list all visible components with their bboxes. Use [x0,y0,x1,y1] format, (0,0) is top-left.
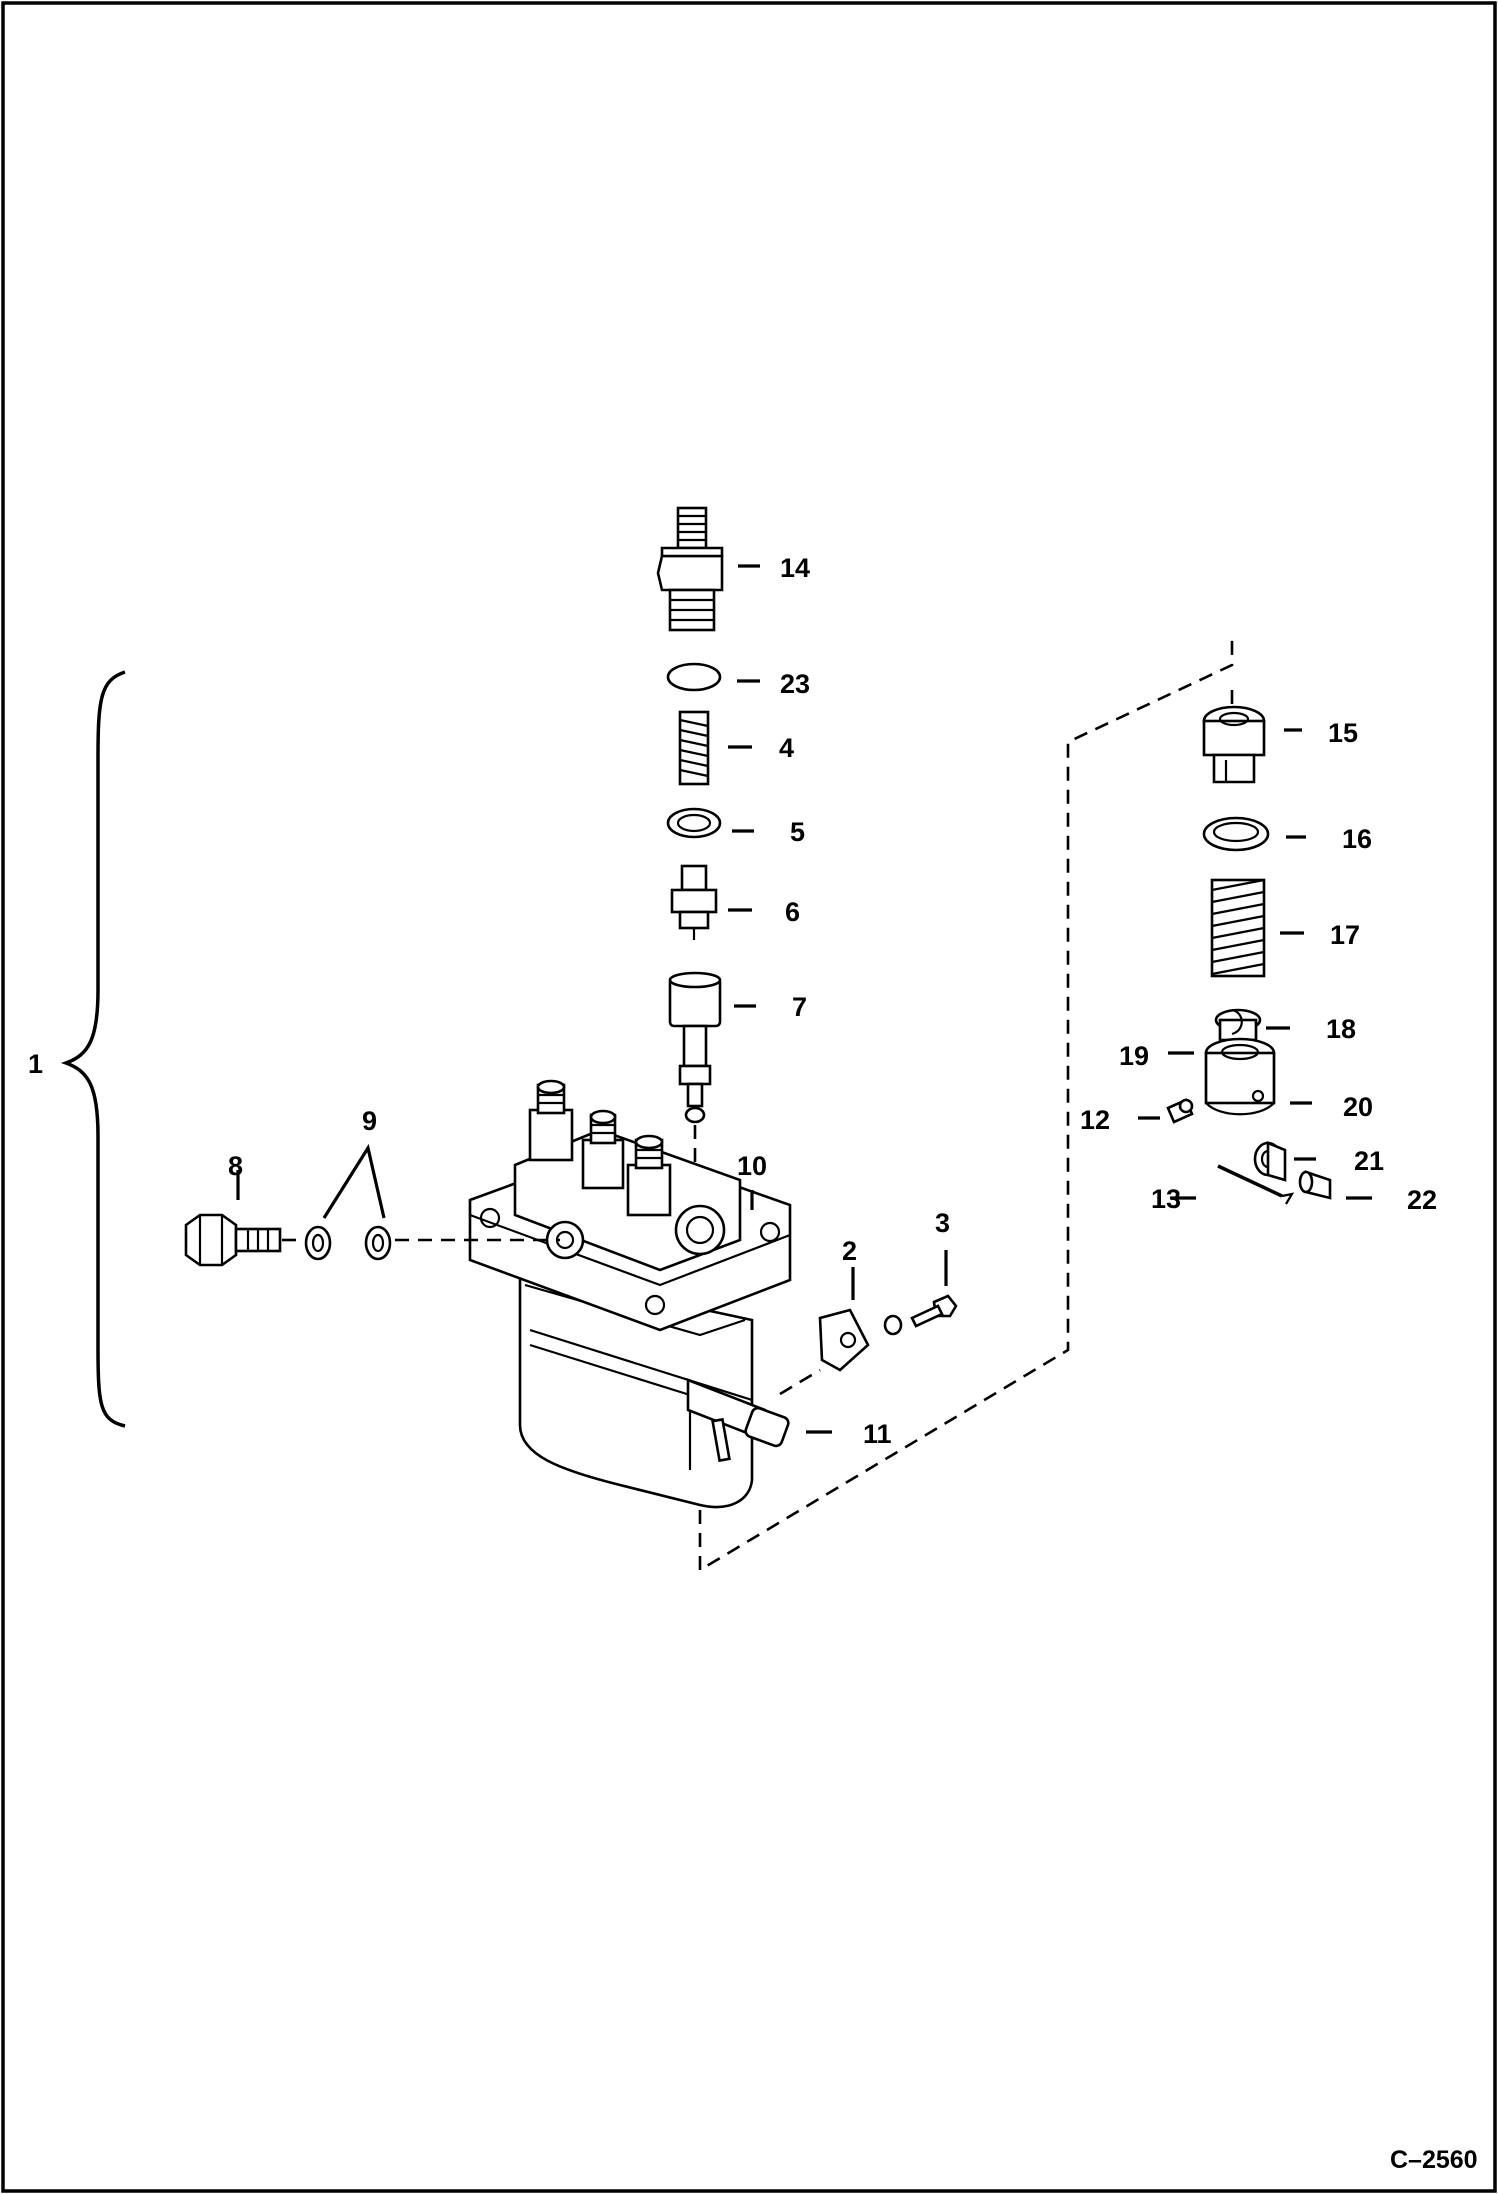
callout-20: 20 [1343,1092,1373,1122]
drawing-id-label: C–2560 [1390,2146,1478,2174]
callout-4: 4 [779,733,794,763]
lock-washer-part [883,1314,903,1336]
bushing-part [1253,1141,1287,1182]
callout-21: 21 [1354,1146,1384,1176]
rod-part [1298,1170,1332,1200]
sleeve-part [1204,1037,1276,1116]
plunger-part [668,971,722,1124]
banjo-bolt-part [184,1213,282,1267]
callout-15: 15 [1328,718,1358,748]
callout-5: 5 [790,817,805,847]
outlet-fitting-3 [626,1134,672,1217]
injection-pump-body [468,1079,792,1509]
outlet-fitting-2 [581,1109,625,1190]
set-screw-part [1166,1098,1194,1124]
callout-23: 23 [780,669,810,699]
callout-12: 12 [1080,1105,1110,1135]
callout-18: 18 [1326,1014,1356,1044]
assembly-axis-governor [698,640,1234,1573]
callout-13: 13 [1151,1184,1181,1214]
governor-spring-part [1210,878,1266,978]
delivery-valve-part [670,864,718,940]
gasket-inner [676,813,712,833]
callout-1: 1 [28,1049,43,1079]
callout-22: 22 [1407,1185,1437,1215]
callout-2: 2 [842,1236,857,1266]
copper-washer-part-a [304,1225,332,1261]
callout-16: 16 [1342,824,1372,854]
hex-bolt-part [910,1294,958,1328]
callout-11: 11 [863,1419,892,1449]
callout-17: 17 [1330,920,1360,950]
callout-7: 7 [792,992,807,1022]
callout-9-pointer [322,1143,386,1219]
callout-3: 3 [935,1208,950,1238]
stop-lever-part [818,1308,870,1372]
callout-9: 9 [362,1106,377,1136]
callout-14: 14 [780,553,810,583]
gasket-part [666,807,722,839]
copper-washer-part-b [364,1225,392,1261]
callout-10: 10 [737,1151,767,1181]
cap-part [1202,705,1266,784]
spring-seat-part [1214,1008,1262,1042]
callout-8: 8 [228,1151,243,1181]
seal-ring-part [1202,816,1270,852]
inlet-pipe-part [686,1378,790,1463]
callout-19: 19 [1119,1041,1149,1071]
spring-part [678,710,710,786]
outlet-fitting-1 [528,1079,574,1162]
delivery-valve-holder-part [656,506,724,632]
pin-part [1217,1164,1295,1205]
callout-6: 6 [785,897,800,927]
o-ring-part [666,662,722,692]
assembly-brace [60,670,126,1428]
assembly-axis-lever [779,1368,821,1396]
